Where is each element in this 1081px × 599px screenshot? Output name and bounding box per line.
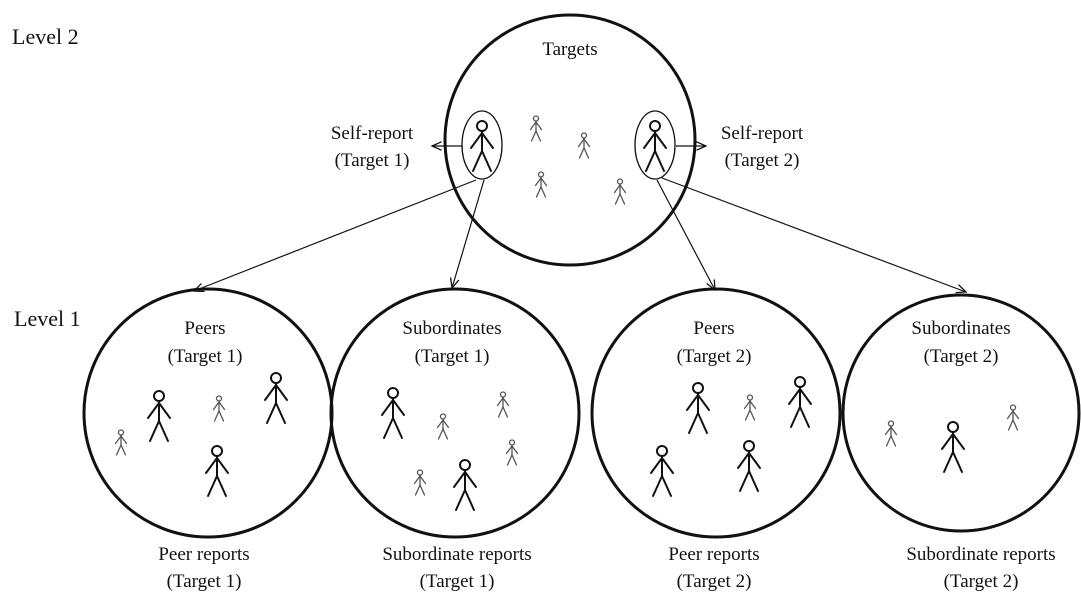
targets-title: Targets	[542, 39, 597, 60]
group-2-title: Subordinates	[402, 318, 501, 339]
stick-figure-icon	[1006, 404, 1020, 431]
stick-figure-icon	[413, 469, 427, 496]
report-3-label: Peer reports	[668, 544, 759, 565]
level-2-label: Level 2	[12, 24, 79, 49]
self-report-1-target: (Target 1)	[335, 150, 410, 171]
people-figures	[114, 115, 1020, 511]
report-2-target: (Target 1)	[420, 571, 495, 592]
target-1-ellipse	[461, 110, 503, 180]
stick-figure-icon	[737, 440, 761, 492]
self-report-2-label: Self-report	[721, 123, 804, 144]
stick-figure-icon	[505, 439, 519, 466]
group-1-target: (Target 1)	[168, 346, 243, 367]
report-1-label: Peer reports	[158, 544, 249, 565]
subordinates-target2-circle	[841, 293, 1081, 533]
stick-figure-icon	[212, 395, 226, 422]
stick-figure-icon	[264, 372, 288, 424]
group-3-title: Peers	[693, 318, 734, 339]
stick-figure-icon	[643, 120, 667, 172]
group-3-target: (Target 2)	[677, 346, 752, 367]
self-report-1-label: Self-report	[331, 123, 414, 144]
stick-figure-icon	[941, 421, 965, 473]
target-2-ellipse	[634, 110, 676, 180]
subordinates-target1-circle	[329, 287, 581, 539]
report-1-target: (Target 1)	[167, 571, 242, 592]
report-3-target: (Target 2)	[677, 571, 752, 592]
level-1-label: Level 1	[14, 306, 81, 331]
stick-figure-icon	[650, 445, 674, 497]
stick-figure-icon	[453, 459, 477, 511]
stick-figure-icon	[743, 394, 757, 421]
stick-figure-icon	[884, 420, 898, 447]
targets-circle	[443, 13, 697, 267]
stick-figure-icon	[613, 178, 627, 205]
stick-figure-icon	[496, 391, 510, 418]
report-4-label: Subordinate reports	[906, 544, 1055, 565]
stick-figure-icon	[436, 413, 450, 440]
stick-figure-icon	[577, 132, 591, 159]
report-4-target: (Target 2)	[944, 571, 1019, 592]
stick-figure-icon	[788, 376, 812, 428]
group-2-target: (Target 1)	[415, 346, 490, 367]
stick-figure-icon	[470, 120, 494, 172]
arrow-target2-to-peers	[656, 179, 715, 290]
stick-figure-icon	[381, 387, 405, 439]
stick-figure-icon	[529, 115, 543, 142]
group-4-target: (Target 2)	[924, 346, 999, 367]
arrow-target1-to-peers	[194, 179, 477, 291]
stick-figure-icon	[534, 171, 548, 198]
group-4-title: Subordinates	[911, 318, 1010, 339]
stick-figure-icon	[147, 390, 171, 442]
arrow-target2-to-subordinates	[661, 177, 966, 292]
report-2-label: Subordinate reports	[382, 544, 531, 565]
self-report-2-target: (Target 2)	[725, 150, 800, 171]
arrow-target1-to-subordinates	[452, 179, 485, 288]
peers-target2-circle	[590, 287, 842, 539]
stick-figure-icon	[114, 429, 128, 456]
stick-figure-icon	[205, 445, 229, 497]
stick-figure-icon	[686, 382, 710, 434]
group-1-title: Peers	[184, 318, 225, 339]
